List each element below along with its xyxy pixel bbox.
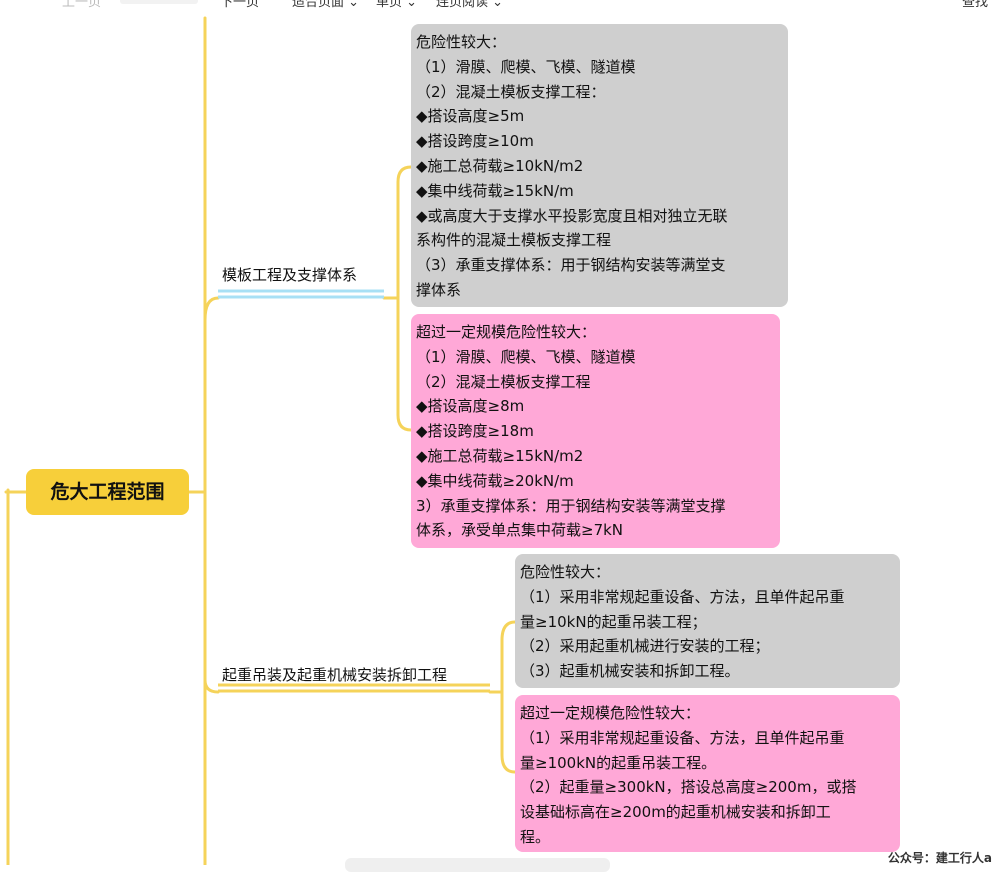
- branch2-to-box3: [488, 620, 517, 694]
- leaf-text-line: ◆搭设高度≥5m: [416, 107, 525, 126]
- leaf-text-line: 撑体系: [416, 280, 462, 299]
- continuous-label: 连页阅读: [436, 0, 489, 10]
- leaf-text-line: （1）采用非常规起重设备、方法，且单件起吊重: [520, 728, 845, 747]
- leaf-text-line: 3）承重支撑体系：用于钢结构安装等满堂支撑: [416, 496, 726, 515]
- branch2-connector: [203, 678, 220, 694]
- leaf-text-line: 体系，承受单点集中荷载≥7kN: [416, 521, 624, 540]
- chevron-down-icon: ⌄: [488, 0, 504, 10]
- leaf-node-formwork-major[interactable]: 危险性较大： （1）滑膜、爬模、飞模、隧道模 （2）混凝土模板支撑工程： ◆搭设…: [411, 24, 788, 307]
- branch1-to-box1: [382, 165, 413, 300]
- page-number-input[interactable]: [120, 0, 198, 4]
- pdf-toolbar: 上一页 下一页 适合页面 ⌄ 单页 ⌄ 连页阅读 ⌄ 查找: [0, 0, 995, 12]
- single-page-dropdown[interactable]: 单页 ⌄: [376, 0, 417, 10]
- branch-node-hoisting[interactable]: 起重吊装及起重机械安装拆卸工程: [222, 666, 448, 684]
- leaf-text-line: ◆施工总荷载≥10kN/m2: [416, 156, 584, 175]
- leaf-node-hoisting-major[interactable]: 危险性较大： （1）采用非常规起重设备、方法，且单件起吊重 量≥10kN的起重吊…: [515, 554, 900, 688]
- next-node-partial: [345, 858, 610, 872]
- fit-page-label: 适合页面: [292, 0, 345, 10]
- leaf-text-line: 危险性较大：: [416, 33, 507, 51]
- leaf-text-line: ◆集中线荷载≥15kN/m: [416, 181, 574, 200]
- leaf-text-line: ◆施工总荷载≥15kN/m2: [416, 446, 584, 465]
- leaf-text-line: （1）滑膜、爬模、飞模、隧道模: [416, 347, 636, 366]
- leaf-text-line: ◆搭设跨度≥18m: [416, 422, 534, 441]
- leaf-node-hoisting-over-scale[interactable]: 超过一定规模危险性较大： （1）采用非常规起重设备、方法，且单件起吊重 量≥10…: [515, 695, 900, 852]
- leaf-text-line: （1）采用非常规起重设备、方法，且单件起吊重: [520, 587, 845, 606]
- root-node[interactable]: 危大工程范围: [26, 469, 189, 515]
- leaf-text-line: ◆或高度大于支撑水平投影宽度且相对独立无联: [416, 206, 728, 225]
- leaf-text-line: 超过一定规模危险性较大：: [520, 704, 701, 722]
- leaf-text-line: （2）采用起重机械进行安装的工程；: [520, 637, 770, 656]
- fit-page-dropdown[interactable]: 适合页面 ⌄: [292, 0, 359, 10]
- leaf-text-line: （2）混凝土模板支撑工程：: [416, 82, 606, 101]
- leaf-text-line: 危险性较大：: [520, 563, 611, 581]
- single-page-label: 单页: [376, 0, 403, 10]
- chevron-down-icon: ⌄: [344, 0, 360, 10]
- leaf-text-line: ◆集中线荷载≥20kN/m: [416, 471, 574, 490]
- root-connector-left: [4, 488, 28, 865]
- prev-page-button[interactable]: 上一页: [62, 0, 102, 10]
- leaf-node-formwork-over-scale[interactable]: 超过一定规模危险性较大： （1）滑膜、爬模、飞模、隧道模 （2）混凝土模板支撑工…: [411, 314, 780, 548]
- leaf-text-line: （2）起重量≥300kN，搭设总高度≥200m，或搭: [520, 778, 857, 797]
- leaf-text-line: ◆搭设高度≥8m: [416, 397, 525, 416]
- leaf-text-line: （2）混凝土模板支撑工程: [416, 372, 591, 391]
- branch-node-formwork[interactable]: 模板工程及支撑体系: [222, 266, 358, 284]
- watermark: 公众号：建工行人a: [887, 851, 992, 865]
- branch1-connector: [203, 296, 220, 322]
- leaf-text-line: ◆搭设跨度≥10m: [416, 132, 534, 151]
- next-page-button[interactable]: 下一页: [220, 0, 260, 10]
- leaf-text-line: （1）滑膜、爬模、飞模、隧道模: [416, 57, 636, 76]
- leaf-text-line: 系构件的混凝土模板支撑工程: [416, 231, 612, 250]
- chevron-down-icon: ⌄: [402, 0, 418, 10]
- branch1-to-box2: [396, 296, 413, 432]
- leaf-text-line: 设基础标高在≥200m的起重机械安装和拆卸工: [520, 803, 831, 822]
- leaf-text-line: （3）承重支撑体系：用于钢结构安装等满堂支: [416, 256, 726, 275]
- leaf-text-line: 量≥100kN的起重吊装工程。: [520, 753, 717, 772]
- continuous-reading-dropdown[interactable]: 连页阅读 ⌄: [436, 0, 503, 10]
- branch2-to-box4: [500, 690, 517, 774]
- leaf-text-line: 程。: [520, 827, 551, 846]
- leaf-text-line: 量≥10kN的起重吊装工程；: [520, 612, 707, 631]
- leaf-text-line: （3）起重机械安装和拆卸工程。: [520, 662, 740, 681]
- leaf-text-line: 超过一定规模危险性较大：: [416, 323, 597, 341]
- search-button[interactable]: 查找: [962, 0, 989, 10]
